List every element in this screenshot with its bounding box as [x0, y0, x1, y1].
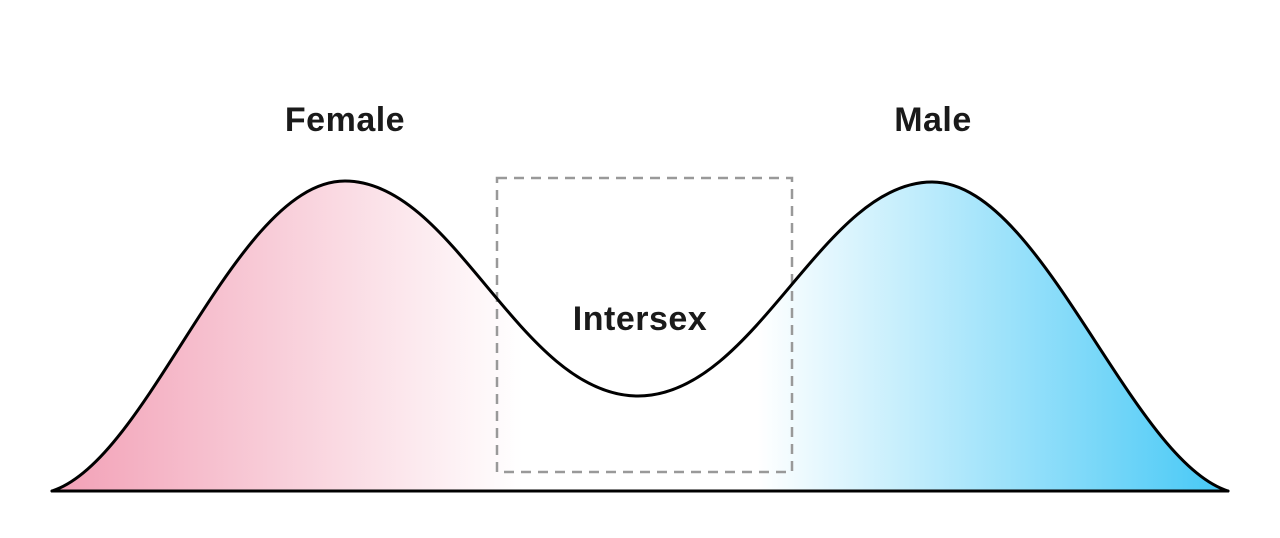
distribution-area: [52, 181, 1228, 491]
intersex-dashed-box: [495, 176, 794, 474]
intersex-label: Intersex: [572, 300, 708, 338]
distribution-curve: [50, 179, 1230, 493]
female-label: Female: [284, 101, 406, 139]
male-label: Male: [894, 101, 972, 139]
